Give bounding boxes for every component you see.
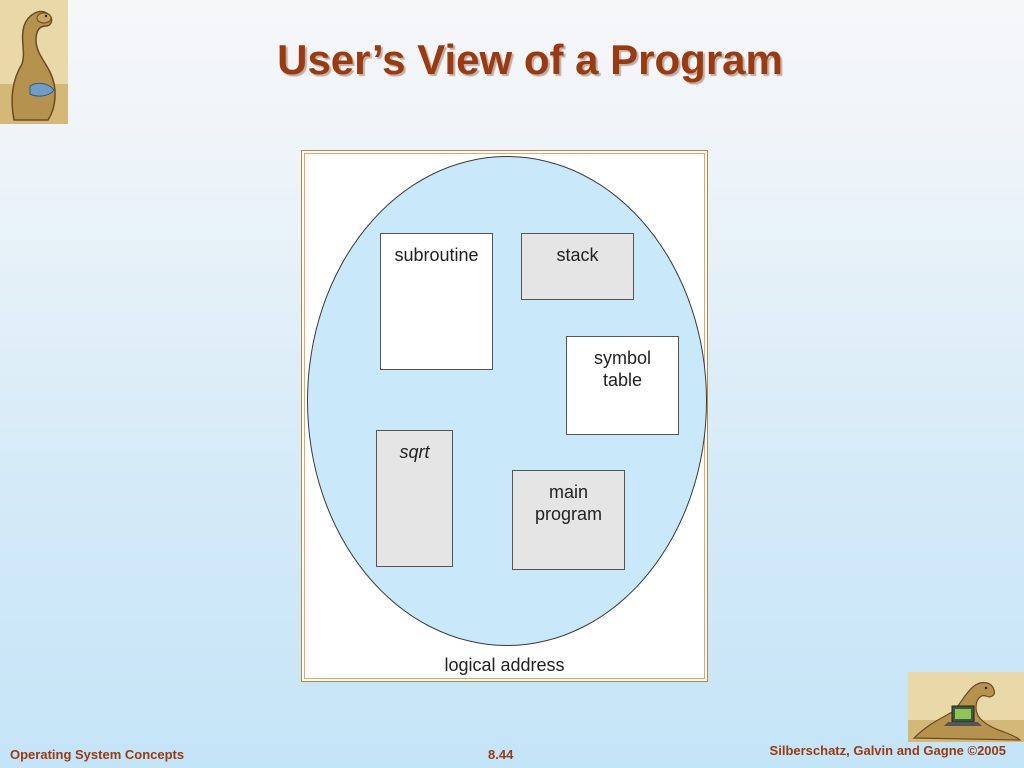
footer-copyright: Silberschatz, Galvin and Gagne ©2005: [769, 743, 1006, 758]
dinosaur-laptop-icon: [908, 672, 1024, 742]
segment-main-program-label: main program: [534, 482, 603, 524]
footer-page-number: 8.44: [488, 747, 514, 762]
footer-course: Operating System Concepts: [10, 747, 185, 762]
segment-subroutine: subroutine: [380, 233, 493, 370]
segment-symbol-table: symbol table: [566, 336, 679, 435]
page-title: User’s View of a Program: [277, 36, 783, 83]
diagram-caption: logical address: [444, 655, 565, 675]
segment-sqrt: sqrt: [376, 430, 453, 567]
segment-sqrt-label: sqrt: [399, 442, 430, 462]
segment-main-program: main program: [512, 470, 625, 570]
segment-stack: stack: [521, 233, 634, 300]
segment-stack-label: stack: [556, 245, 599, 265]
segment-symbol-table-label: symbol table: [593, 348, 651, 390]
diagram-frame: subroutine stack symbol table sqrt main …: [301, 150, 708, 682]
segment-subroutine-label: subroutine: [394, 245, 479, 265]
dinosaur-logo-icon: [0, 0, 68, 124]
